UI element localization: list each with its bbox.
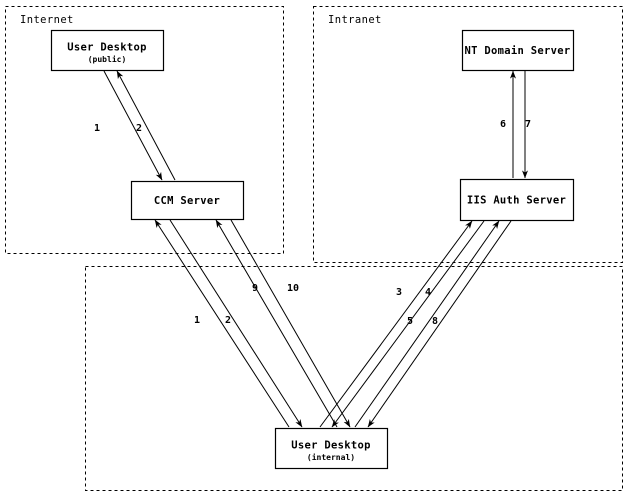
- node-title-user-desktop-internal: User Desktop: [291, 440, 370, 452]
- zone-boundary-intranet: [313, 6, 623, 263]
- step-label-ccm-to-internal-desktop: 2: [225, 315, 231, 326]
- zone-label-intranet: Intranet: [328, 14, 382, 26]
- flow-arrow-internal-desktop-to-ccm-1: [154, 219, 290, 428]
- step-label-internal-desktop-to-ccm: 1: [194, 315, 200, 326]
- node-ccm-server: CCM Server: [130, 180, 245, 221]
- step-labels-layer: 1 2 6 7 1 2 9 10 3 4 5 8: [94, 119, 531, 327]
- node-box-user-desktop-public: [50, 29, 165, 72]
- node-box-nt-domain-server: [461, 29, 575, 72]
- zone-boundary-internal: [85, 266, 623, 491]
- flow-arrow-internal-desktop-to-iis-5: [354, 220, 500, 428]
- node-title-nt-domain-server: NT Domain Server: [465, 45, 571, 57]
- flow-arrow-iis-to-internal-desktop-4: [331, 220, 485, 428]
- node-box-iis-auth-server: [459, 178, 575, 222]
- step-label-iis-to-internal-desktop-4: 4: [425, 287, 431, 298]
- flow-arrow-ccm-to-internal-desktop-2: [169, 219, 303, 428]
- step-label-iis-to-internal-desktop-8: 8: [432, 316, 438, 327]
- step-label-ccm-to-internal-desktop-10: 10: [287, 283, 299, 294]
- node-subtitle-user-desktop-public: (public): [88, 54, 127, 64]
- step-label-iis-to-nt-domain: 6: [500, 119, 506, 130]
- flow-arrow-iis-to-internal-desktop-8: [367, 220, 512, 428]
- node-title-ccm-server: CCM Server: [154, 195, 220, 207]
- node-iis-auth-server: IIS Auth Server: [459, 178, 575, 222]
- node-title-user-desktop-public: User Desktop: [67, 42, 146, 54]
- step-label-internal-desktop-to-iis-3: 3: [396, 287, 402, 298]
- flow-arrow-internal-desktop-to-ccm-9: [215, 219, 338, 428]
- node-title-iis-auth-server: IIS Auth Server: [467, 195, 566, 207]
- node-box-ccm-server: [130, 180, 245, 221]
- step-label-nt-domain-to-iis: 7: [525, 119, 531, 130]
- flows-layer: [103, 70, 528, 428]
- flow-arrow-internal-desktop-to-iis-3: [319, 220, 473, 428]
- node-user-desktop-public: User Desktop(public): [50, 29, 165, 72]
- zone-label-internet: Internet: [20, 14, 74, 26]
- node-nt-domain-server: NT Domain Server: [461, 29, 575, 72]
- zones-layer: Internet Intranet: [5, 6, 623, 491]
- step-label-internal-desktop-to-iis-5: 5: [407, 316, 413, 327]
- node-user-desktop-internal: User Desktop(internal): [274, 427, 389, 470]
- zone-boundary-internet: [5, 6, 284, 254]
- node-subtitle-user-desktop-internal: (internal): [307, 452, 355, 462]
- step-label-public-desktop-to-ccm: 1: [94, 123, 100, 134]
- step-label-ccm-to-public-desktop: 2: [136, 123, 142, 134]
- flow-arrow-ccm-to-internal-desktop-10: [230, 219, 351, 428]
- node-box-user-desktop-internal: [274, 427, 389, 470]
- flow-arrow-ccm-to-public-desktop: [116, 70, 176, 181]
- flow-arrow-public-desktop-to-ccm: [103, 70, 163, 181]
- step-label-internal-desktop-to-ccm-9: 9: [252, 283, 258, 294]
